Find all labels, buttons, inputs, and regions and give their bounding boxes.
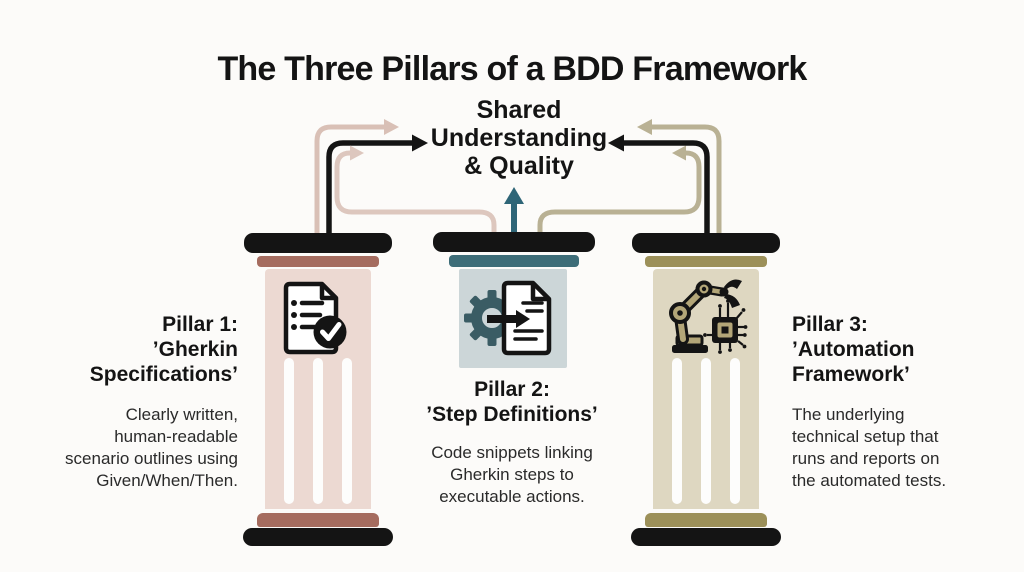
pillar3-black-arrow bbox=[608, 134, 710, 246]
center-left-hook-arrow bbox=[334, 145, 497, 234]
body-line: The underlying bbox=[792, 405, 905, 424]
center-right-hook-arrow bbox=[537, 145, 702, 234]
pillar2-echinus bbox=[449, 255, 579, 267]
heading-line: Pillar 2: bbox=[474, 378, 550, 401]
pillar3-base bbox=[631, 528, 781, 546]
pillar1-plinth-band bbox=[257, 513, 379, 527]
body-line: human-readable bbox=[114, 427, 238, 446]
flute bbox=[701, 358, 711, 504]
flute bbox=[284, 358, 294, 504]
shared-understanding-label: Shared Understanding & Quality bbox=[399, 96, 639, 180]
heading-line: ’Automation bbox=[792, 338, 915, 361]
page-title: The Three Pillars of a BDD Framework bbox=[217, 49, 807, 88]
pillar1-description: Clearly written, human-readable scenario… bbox=[8, 404, 238, 492]
pillar2-capital bbox=[433, 232, 595, 252]
body-line: Code snippets linking bbox=[431, 443, 593, 462]
heading-line: Framework’ bbox=[792, 363, 910, 386]
pillar1-heading: Pillar 1: ’Gherkin Specifications’ bbox=[8, 312, 238, 387]
flute bbox=[730, 358, 740, 504]
heading-line: Pillar 1: bbox=[162, 313, 238, 336]
checklist-document-icon bbox=[283, 281, 347, 355]
pillar3-description: The underlying technical setup that runs… bbox=[792, 404, 1024, 492]
arrow-right-glyph bbox=[487, 310, 530, 328]
heading-line: ’Step Definitions’ bbox=[426, 403, 598, 426]
body-line: Clearly written, bbox=[125, 405, 238, 424]
center-label-line: Understanding bbox=[430, 124, 608, 152]
pillar2-icon-panel bbox=[459, 269, 567, 368]
flute bbox=[342, 358, 352, 504]
pillar1-capital bbox=[244, 233, 392, 253]
heading-line: Pillar 3: bbox=[792, 313, 868, 336]
pillar2-text-block: Pillar 2: ’Step Definitions’ Code snippe… bbox=[382, 377, 642, 508]
body-line: technical setup that bbox=[792, 427, 939, 446]
body-line: scenario outlines using bbox=[65, 449, 238, 468]
gear-document-icon bbox=[464, 280, 552, 356]
body-line: the automated tests. bbox=[792, 471, 947, 490]
pillar3-echinus bbox=[645, 256, 767, 267]
pillar1-base bbox=[243, 528, 393, 546]
robot-arm-glyph bbox=[669, 279, 742, 353]
center-label-line: Shared bbox=[476, 96, 562, 124]
center-label-line: & Quality bbox=[464, 152, 574, 180]
circuit-chip-glyph bbox=[703, 299, 748, 354]
pillar1-echinus bbox=[257, 256, 379, 267]
pillar2-description: Code snippets linking Gherkin steps to e… bbox=[382, 442, 642, 508]
body-line: Gherkin steps to bbox=[450, 465, 574, 484]
pillar3-plinth-band bbox=[645, 513, 767, 527]
flute bbox=[672, 358, 682, 504]
pillar3-heading: Pillar 3: ’Automation Framework’ bbox=[792, 312, 1024, 387]
heading-line: Specifications’ bbox=[89, 363, 238, 386]
pillar3-outer-arrow bbox=[637, 119, 722, 246]
robot-arm-circuit-icon bbox=[669, 279, 748, 354]
body-line: Given/When/Then. bbox=[96, 471, 238, 490]
pillar2-heading: Pillar 2: ’Step Definitions’ bbox=[382, 377, 642, 427]
pillar3-capital bbox=[632, 233, 780, 253]
pillar1-text-block: Pillar 1: ’Gherkin Specifications’ Clear… bbox=[8, 312, 238, 492]
pillar3-text-block: Pillar 3: ’Automation Framework’ The und… bbox=[792, 312, 1024, 492]
pillar1-outer-arrow bbox=[314, 119, 399, 246]
body-line: executable actions. bbox=[439, 487, 585, 506]
heading-line: ’Gherkin bbox=[152, 338, 238, 361]
pillar1-black-arrow bbox=[326, 134, 428, 246]
body-line: runs and reports on bbox=[792, 449, 940, 468]
flute bbox=[313, 358, 323, 504]
